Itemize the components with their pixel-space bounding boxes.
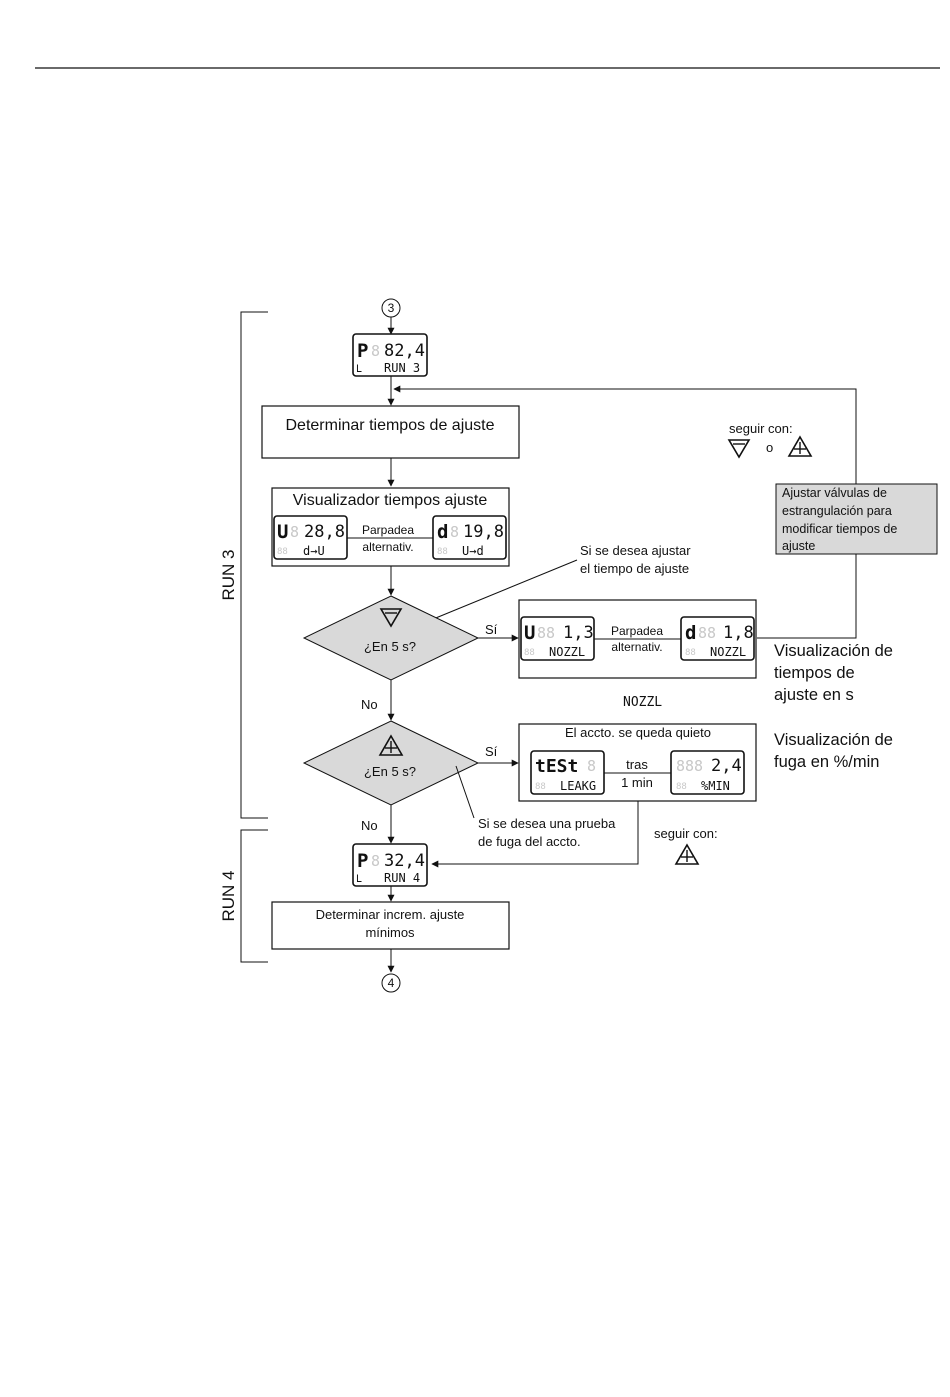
vis-right-sub: U→d <box>462 544 484 558</box>
note-ajustar-2: el tiempo de ajuste <box>580 561 689 576</box>
nozzl-right-sub: NOZZL <box>710 645 746 659</box>
leak-left-sub: LEAKG <box>560 779 596 793</box>
vis-left-sub: d→U <box>303 544 325 558</box>
visualizador-title: Visualizador tiempos ajuste <box>293 492 488 509</box>
end-connector <box>381 973 401 993</box>
nozzl-left-sub: NOZZL <box>549 645 585 659</box>
leak-right-sub: %MIN <box>701 779 730 793</box>
ajustar-note-box <box>775 483 938 555</box>
diamond2-up-icon <box>378 734 404 756</box>
diamond1-question: ¿En 5 s? <box>364 639 416 654</box>
svg-text:88: 88 <box>524 648 535 658</box>
seguir-con-label-2: seguir con: <box>654 826 718 841</box>
lcd-run3: P 8 82,4 ᒪ RUN 3 <box>352 333 428 377</box>
leak-box: El accto. se queda quieto tESt 8 88 LEAK… <box>518 723 757 802</box>
box-determinar-label: Determinar tiempos de ajuste <box>286 417 495 434</box>
decision-diamond-2 <box>302 720 480 806</box>
svg-text:88: 88 <box>277 547 288 557</box>
si-label-2: Sí <box>485 744 498 759</box>
leak-left-value: tESt <box>535 756 578 777</box>
vis-tiempos-text: Visualización de tiempos de ajuste en s <box>774 642 898 704</box>
end-connector-label: 4 <box>388 976 395 990</box>
vis-right-value: 19,8 <box>463 522 504 542</box>
lcd-run3-prefix: P <box>357 340 368 362</box>
svg-text:88: 88 <box>535 782 546 792</box>
box-increm <box>271 901 510 950</box>
nozzl-left-prefix: U <box>524 622 535 644</box>
box-increm-line2: mínimos <box>365 925 415 940</box>
run3-label: RUN 3 <box>219 549 238 600</box>
leak-middle-2: 1 min <box>621 775 653 790</box>
vis-left-value: 28,8 <box>304 522 345 542</box>
nozzl-middle-1: Parpadea <box>611 624 663 638</box>
lcd-run3-value: 82,4 <box>384 341 425 361</box>
vis-fuga-text: Visualización de fuga en %/min <box>774 731 898 771</box>
run3-bracket <box>240 311 268 819</box>
lcd-run4-value: 32,4 <box>384 851 425 871</box>
nozzl-left-value: 1,3 <box>563 623 594 643</box>
svg-text:8: 8 <box>290 523 299 541</box>
loop-back-top <box>393 385 857 484</box>
svg-text:88: 88 <box>698 624 716 642</box>
note-prueba-1: Si se desea una prueba <box>478 816 616 831</box>
seguir-or: o <box>766 440 773 455</box>
run4-label: RUN 4 <box>219 870 238 921</box>
seguir-con-label-1: seguir con: <box>729 421 793 436</box>
note-ajustar-pointer <box>425 559 578 623</box>
visualizador-box: Visualizador tiempos ajuste U 8 28,8 88 … <box>271 487 510 567</box>
svg-text:8: 8 <box>371 852 380 870</box>
svg-text:8: 8 <box>587 757 596 775</box>
up-button-icon <box>787 435 813 457</box>
vis-middle-1: Parpadea <box>362 523 414 537</box>
leak-right-value: 2,4 <box>711 756 742 776</box>
svg-text:88: 88 <box>685 648 696 658</box>
box-determinar <box>261 405 520 459</box>
lcd-run4-prefix: P <box>357 850 368 872</box>
svg-text:88: 88 <box>537 624 555 642</box>
svg-text:88: 88 <box>437 547 448 557</box>
vis-left-prefix: U <box>277 521 288 543</box>
nozzl-label: NOZZL <box>623 695 662 710</box>
nozzl-right-prefix: d <box>685 622 696 644</box>
leak-middle-1: tras <box>626 757 648 772</box>
lcd-run3-indicator: ᒪ <box>356 364 362 375</box>
nozzl-middle-2: alternativ. <box>611 640 662 654</box>
note-prueba-2: de fuga del accto. <box>478 834 581 849</box>
svg-text:8: 8 <box>450 523 459 541</box>
svg-text:8: 8 <box>371 342 380 360</box>
lcd-run4: P 8 32,4 ᒪ RUN 4 <box>352 843 428 887</box>
start-connector-label: 3 <box>388 301 395 315</box>
si-label-1: Sí <box>485 622 498 637</box>
lcd-run4-sub: RUN 4 <box>384 871 420 885</box>
box-increm-line1: Determinar increm. ajuste <box>316 907 465 922</box>
ajustar-note-text: Ajustar válvulas de estrangulación para … <box>782 486 901 553</box>
lcd-run3-sub: RUN 3 <box>384 361 420 375</box>
no-label-2: No <box>361 818 378 833</box>
leak-title: El accto. se queda quieto <box>565 725 711 740</box>
lcd-run4-indicator: ᒪ <box>356 874 362 885</box>
nozzl-box: U 88 1,3 88 NOZZL Parpadea alternativ. d… <box>518 599 757 679</box>
svg-text:88: 88 <box>676 782 687 792</box>
down-button-icon <box>727 439 751 459</box>
svg-text:888: 888 <box>676 757 703 775</box>
leak-return-line <box>431 801 639 868</box>
vis-right-prefix: d <box>437 521 448 543</box>
diamond1-down-icon <box>379 608 403 628</box>
seguir-up-icon <box>674 843 700 865</box>
no-label-1: No <box>361 697 378 712</box>
note-prueba-pointer <box>455 765 475 819</box>
note-ajustar-1: Si se desea ajustar <box>580 543 691 558</box>
nozzl-right-value: 1,8 <box>723 623 754 643</box>
diamond2-question: ¿En 5 s? <box>364 764 416 779</box>
vis-middle-2: alternativ. <box>362 540 413 554</box>
run4-bracket <box>240 829 268 963</box>
loop-back-line <box>757 554 857 639</box>
